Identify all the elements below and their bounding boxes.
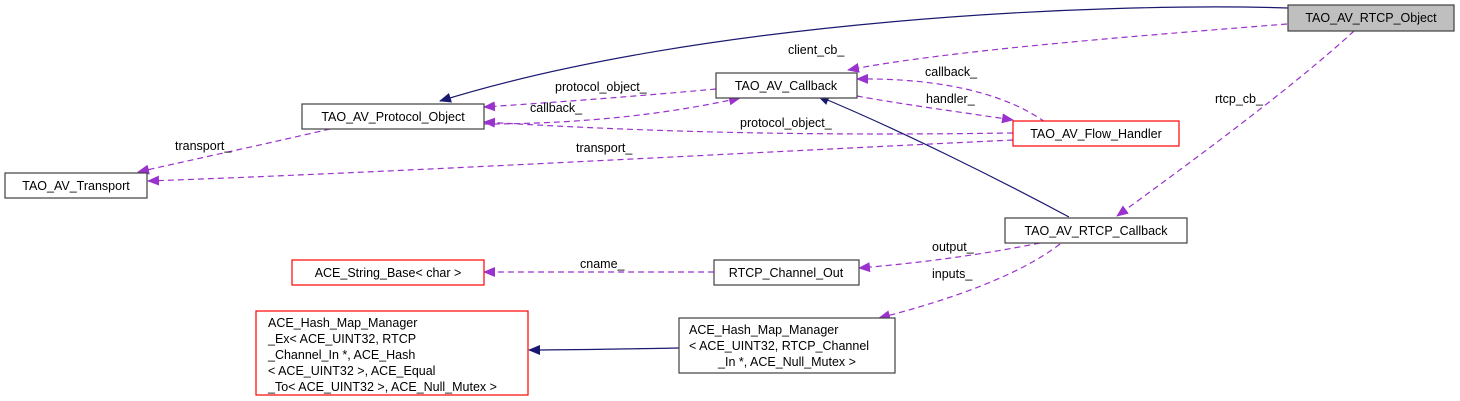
node-ace-string-base-char[interactable]: ACE_String_Base< char >	[291, 259, 485, 286]
node-label: TAO_AV_RTCP_Object	[1305, 11, 1437, 25]
edge-label-rtcp-cb: rtcp_cb_	[1215, 92, 1264, 106]
edge-label-flow-protocol-object: protocol_object_	[740, 116, 833, 130]
node-label-line: _Channel_In *, ACE_Hash	[267, 348, 415, 362]
edge-label-flow-callback: callback_	[925, 65, 978, 79]
edge-rtcp-callback-to-callback	[817, 95, 1070, 218]
edge-handler	[856, 95, 1014, 124]
node-label-line: < ACE_UINT32, RTCP_Channel	[689, 339, 869, 353]
edge-label-protocol-callback: callback_	[530, 101, 583, 115]
node-label-line: ACE_Hash_Map_Manager	[689, 323, 838, 337]
edge-flow-transport	[147, 139, 1014, 186]
node-label-line: _In *, ACE_Null_Mutex >	[717, 355, 856, 369]
edge-flow-callback	[856, 73, 1046, 123]
node-label-line: < ACE_UINT32 >, ACE_Equal	[268, 364, 435, 378]
node-ace-hash-map-manager-ex[interactable]: ACE_Hash_Map_Manager _Ex< ACE_UINT32, RT…	[255, 310, 529, 396]
edge-label-client-cb: client_cb_	[788, 43, 845, 57]
edge-label-protocol-transport: transport_	[175, 139, 232, 153]
edge-label-flow-transport: transport_	[576, 141, 633, 155]
node-tao-av-protocol-object[interactable]: TAO_AV_Protocol_Object	[301, 103, 485, 130]
edge-label-callback-protocol-object: protocol_object_	[555, 80, 648, 94]
node-label: RTCP_Channel_Out	[729, 266, 844, 280]
node-label-line: _Ex< ACE_UINT32, RTCP	[267, 332, 416, 346]
edge-label-cname: cname_	[580, 257, 626, 271]
node-ace-hash-map-manager[interactable]: ACE_Hash_Map_Manager < ACE_UINT32, RTCP_…	[678, 317, 896, 374]
node-rtcp-channel-out[interactable]: RTCP_Channel_Out	[713, 259, 860, 286]
node-tao-av-transport[interactable]: TAO_AV_Transport	[4, 172, 148, 199]
node-tao-av-rtcp-object[interactable]: TAO_AV_RTCP_Object	[1287, 4, 1455, 32]
edge-label-handler: handler_	[926, 92, 976, 106]
node-label: TAO_AV_Flow_Handler	[1030, 127, 1162, 141]
node-tao-av-flow-handler[interactable]: TAO_AV_Flow_Handler	[1012, 120, 1180, 147]
edge-label-inputs: inputs_	[932, 267, 973, 281]
node-label: TAO_AV_Protocol_Object	[321, 110, 465, 124]
edge-protocol-callback	[483, 95, 741, 125]
edge-client-cb	[847, 23, 1288, 73]
node-label: TAO_AV_RTCP_Callback	[1024, 224, 1168, 238]
node-label-line: _To< ACE_UINT32 >, ACE_Null_Mutex >	[267, 380, 497, 394]
edge-flow-protocol-object	[483, 117, 1014, 135]
edge-label-output: output_	[932, 240, 975, 254]
edges: client_cb_ rtcp_cb_ protocol_object_ cal…	[137, 6, 1355, 355]
node-tao-av-rtcp-callback[interactable]: TAO_AV_RTCP_Callback	[1004, 217, 1188, 244]
edge-callback-protocol-object	[483, 88, 717, 112]
edge-output	[858, 242, 1041, 273]
node-label: ACE_String_Base< char >	[315, 266, 462, 280]
edge-protocol-transport	[137, 128, 331, 175]
node-tao-av-callback[interactable]: TAO_AV_Callback	[715, 72, 858, 99]
edge-rtcp-object-to-protocol-object	[439, 6, 1289, 103]
edge-hashmap-to-hashmap-ex	[528, 344, 680, 355]
edge-rtcp-cb	[1116, 30, 1355, 217]
node-label-line: ACE_Hash_Map_Manager	[268, 316, 417, 330]
node-label: TAO_AV_Transport	[22, 179, 130, 193]
node-label: TAO_AV_Callback	[735, 79, 838, 93]
